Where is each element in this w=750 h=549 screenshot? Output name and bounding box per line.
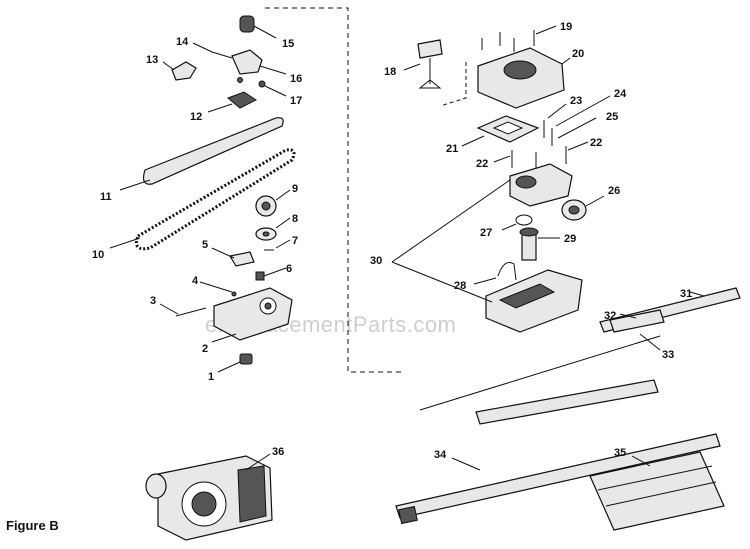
part-35-shield bbox=[589, 451, 725, 531]
callout-17: 17 bbox=[290, 95, 302, 107]
callout-18: 18 bbox=[384, 66, 396, 78]
callout-31: 31 bbox=[680, 288, 692, 300]
part-6-nut bbox=[255, 267, 287, 281]
callout-4: 4 bbox=[192, 275, 199, 287]
part-14-pin bbox=[192, 42, 233, 59]
callout-32: 32 bbox=[604, 310, 616, 322]
part-4-pin bbox=[199, 281, 237, 297]
callout-36: 36 bbox=[272, 446, 284, 458]
part-19-screws bbox=[481, 25, 557, 52]
part-20-upper-housing bbox=[439, 47, 571, 109]
callout-23: 23 bbox=[570, 95, 582, 107]
callout-11: 11 bbox=[100, 191, 112, 203]
part-18-oil-cap bbox=[403, 39, 443, 89]
callout-8: 8 bbox=[292, 213, 298, 225]
part-9-sprocket bbox=[255, 189, 291, 217]
part-screw bbox=[237, 77, 243, 83]
callout-6: 6 bbox=[286, 263, 292, 275]
part-16-clamp bbox=[231, 49, 287, 75]
callout-34: 34 bbox=[434, 449, 447, 461]
part-36-engine bbox=[145, 453, 273, 541]
part-34-shaft-housing bbox=[395, 433, 721, 525]
part-7-screw bbox=[264, 239, 291, 251]
part-12-plate bbox=[207, 91, 257, 113]
part-5-bracket bbox=[211, 247, 255, 267]
part-30-lower-housing bbox=[391, 179, 583, 333]
part-gearbox bbox=[509, 163, 573, 207]
part-29-shaft bbox=[519, 227, 560, 261]
callout-29: 29 bbox=[564, 233, 576, 245]
part-1-nut bbox=[217, 353, 253, 373]
callout-22-right: 22 bbox=[590, 137, 602, 149]
figure-caption: Figure B bbox=[6, 518, 59, 533]
callout-22-left: 22 bbox=[476, 158, 488, 170]
callout-24: 24 bbox=[614, 88, 627, 100]
part-17-screw bbox=[258, 80, 287, 97]
callout-25: 25 bbox=[606, 111, 618, 123]
group-boundary bbox=[265, 7, 404, 373]
callout-33: 33 bbox=[662, 349, 674, 361]
part-2-cover bbox=[211, 287, 293, 343]
callouts: 15 16 17 14 13 12 11 10 9 8 7 5 6 4 3 2 … bbox=[92, 21, 692, 461]
callout-9: 9 bbox=[292, 183, 298, 195]
part-21-gasket bbox=[461, 115, 540, 147]
callout-1: 1 bbox=[208, 371, 214, 383]
part-22-screws bbox=[493, 141, 589, 170]
callout-15: 15 bbox=[282, 38, 294, 50]
part-15-nut bbox=[239, 15, 277, 39]
callout-35: 35 bbox=[614, 447, 626, 459]
part-32-33-tube bbox=[419, 309, 665, 425]
callout-16: 16 bbox=[290, 73, 302, 85]
callout-5: 5 bbox=[202, 239, 208, 251]
part-10-saw-chain bbox=[109, 148, 296, 251]
part-3-screw bbox=[159, 303, 207, 317]
part-27-o-ring bbox=[501, 214, 533, 231]
part-13-tensioner bbox=[162, 61, 197, 81]
part-26-bushing bbox=[561, 195, 605, 221]
callout-20: 20 bbox=[572, 48, 584, 60]
callout-30: 30 bbox=[370, 255, 382, 267]
callout-10: 10 bbox=[92, 249, 104, 261]
part-23-24-25-fasteners bbox=[543, 95, 611, 146]
callout-7: 7 bbox=[292, 235, 298, 247]
part-11-guide-bar bbox=[119, 117, 284, 191]
callout-28: 28 bbox=[454, 280, 466, 292]
part-8-washer bbox=[255, 217, 291, 241]
callout-14: 14 bbox=[176, 36, 189, 48]
part-28-wire bbox=[473, 262, 517, 285]
callout-13: 13 bbox=[146, 54, 158, 66]
callout-2: 2 bbox=[202, 343, 208, 355]
callout-19: 19 bbox=[560, 21, 572, 33]
callout-21: 21 bbox=[446, 143, 458, 155]
callout-27: 27 bbox=[480, 227, 492, 239]
callout-3: 3 bbox=[150, 295, 156, 307]
callout-26: 26 bbox=[608, 185, 620, 197]
callout-12: 12 bbox=[190, 111, 202, 123]
